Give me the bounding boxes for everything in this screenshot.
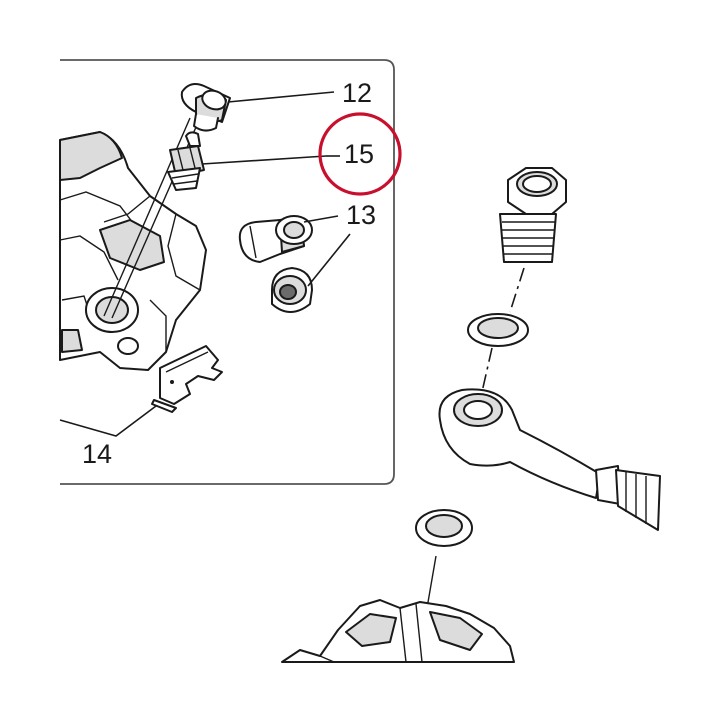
callout-13: 13 [346, 200, 376, 230]
leader-13b [307, 233, 351, 287]
callout-12: 12 [342, 78, 372, 108]
banjo-fitting-hose [438, 388, 661, 531]
detail-inset-frame [60, 59, 395, 485]
part-14-pad-spring [151, 345, 223, 413]
lower-sealing-washer [415, 509, 473, 547]
callout-15: 15 [344, 139, 374, 169]
part-13-slide-pin [238, 215, 313, 263]
banjo-axis-upper [509, 267, 525, 313]
brake-caliper-body [59, 131, 207, 371]
part-15-bleed-screw [167, 131, 205, 191]
upper-sealing-washer [467, 313, 529, 347]
lower-brake-caliper [281, 599, 515, 663]
banjo-bolt [499, 167, 567, 263]
leader-15 [201, 155, 327, 165]
banjo-axis-middle [481, 347, 493, 393]
callout-14: 14 [82, 439, 112, 469]
leader-14 [59, 405, 157, 437]
part-12-bleed-cap [180, 83, 231, 132]
leader-12 [227, 91, 335, 103]
leader-13a [303, 215, 339, 223]
highlight-circle [318, 112, 402, 196]
part-13-grommet [271, 267, 313, 313]
